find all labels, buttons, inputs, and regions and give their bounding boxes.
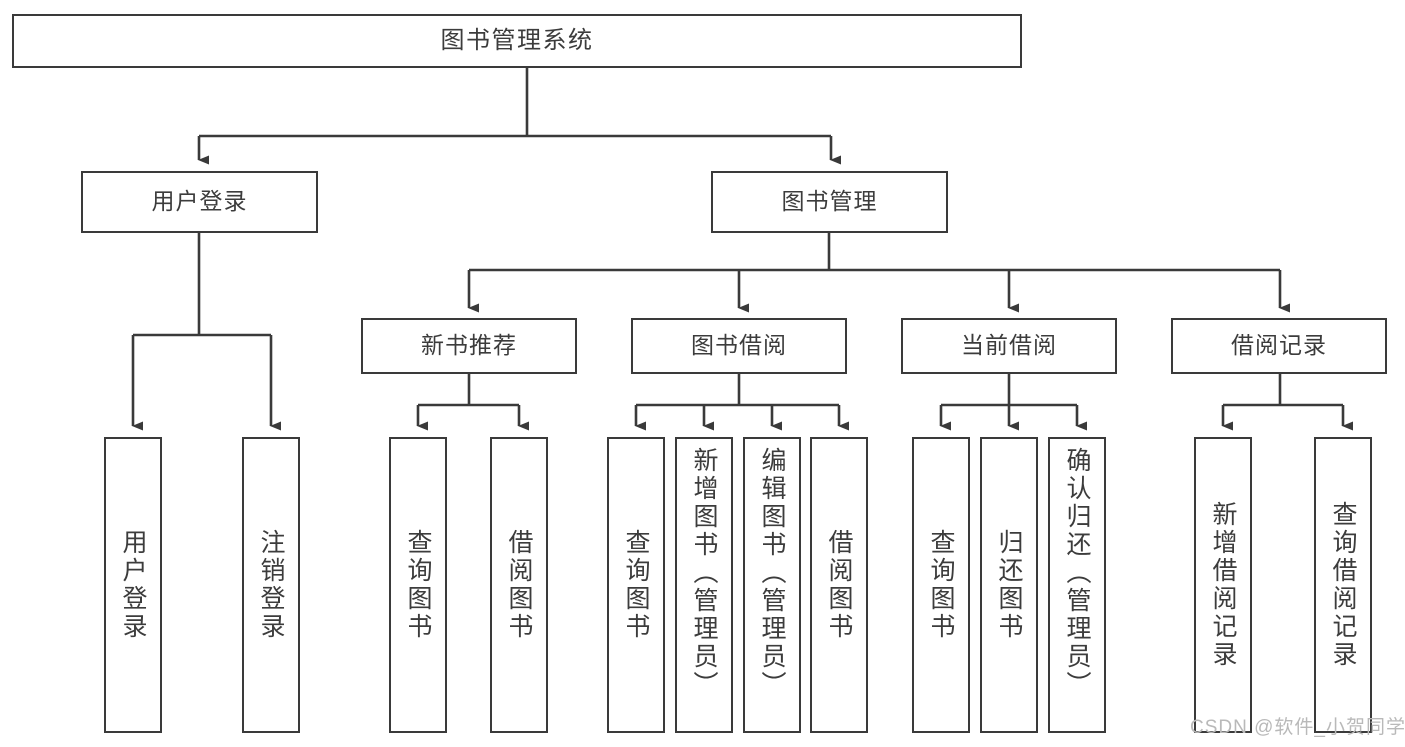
node-root-label: 图书管理系统 xyxy=(440,26,594,54)
node-borrow-record-label: 借阅记录 xyxy=(1231,332,1327,359)
leaf-query-record-label: 查询借阅记录 xyxy=(1329,501,1357,669)
node-user-login-label: 用户登录 xyxy=(151,188,248,215)
node-book-manage-label: 图书管理 xyxy=(781,188,878,215)
leaf-return-book-label: 归还图书 xyxy=(995,529,1023,641)
leaf-add-record[interactable]: 新增借阅记录 xyxy=(1194,437,1252,733)
node-book-borrow-label: 图书借阅 xyxy=(691,332,787,359)
leaf-user-login[interactable]: 用户登录 xyxy=(104,437,162,733)
leaf-edit-book-label: 编辑图书（管理员） xyxy=(758,447,786,699)
node-new-book-recommend[interactable]: 新书推荐 xyxy=(361,318,577,374)
node-book-manage[interactable]: 图书管理 xyxy=(711,171,948,233)
node-current-borrow[interactable]: 当前借阅 xyxy=(901,318,1117,374)
node-root[interactable]: 图书管理系统 xyxy=(12,14,1022,68)
leaf-user-logout-label: 注销登录 xyxy=(257,529,285,641)
leaf-add-record-label: 新增借阅记录 xyxy=(1209,501,1237,669)
leaf-query-book-1[interactable]: 查询图书 xyxy=(389,437,447,733)
node-new-book-recommend-label: 新书推荐 xyxy=(421,332,517,359)
leaf-user-login-label: 用户登录 xyxy=(119,529,147,641)
leaf-edit-book[interactable]: 编辑图书（管理员） xyxy=(743,437,801,733)
node-user-login[interactable]: 用户登录 xyxy=(81,171,318,233)
leaf-borrow-book-2[interactable]: 借阅图书 xyxy=(810,437,868,733)
leaf-borrow-book-1[interactable]: 借阅图书 xyxy=(490,437,548,733)
leaf-borrow-book-2-label: 借阅图书 xyxy=(825,529,853,641)
leaf-query-book-1-label: 查询图书 xyxy=(404,529,432,641)
leaf-return-book[interactable]: 归还图书 xyxy=(980,437,1038,733)
leaf-query-book-2[interactable]: 查询图书 xyxy=(607,437,665,733)
leaf-query-book-3-label: 查询图书 xyxy=(927,529,955,641)
leaf-query-book-3[interactable]: 查询图书 xyxy=(912,437,970,733)
node-borrow-record[interactable]: 借阅记录 xyxy=(1171,318,1387,374)
node-current-borrow-label: 当前借阅 xyxy=(961,332,1057,359)
watermark: CSDN @软件_小贺同学 xyxy=(1190,717,1405,738)
leaf-confirm-return-label: 确认归还（管理员） xyxy=(1063,447,1091,699)
leaf-confirm-return[interactable]: 确认归还（管理员） xyxy=(1048,437,1106,733)
leaf-query-book-2-label: 查询图书 xyxy=(622,529,650,641)
leaf-borrow-book-1-label: 借阅图书 xyxy=(505,529,533,641)
leaf-add-book-label: 新增图书（管理员） xyxy=(690,447,718,699)
leaf-query-record[interactable]: 查询借阅记录 xyxy=(1314,437,1372,733)
leaf-user-logout[interactable]: 注销登录 xyxy=(242,437,300,733)
node-book-borrow[interactable]: 图书借阅 xyxy=(631,318,847,374)
leaf-add-book[interactable]: 新增图书（管理员） xyxy=(675,437,733,733)
